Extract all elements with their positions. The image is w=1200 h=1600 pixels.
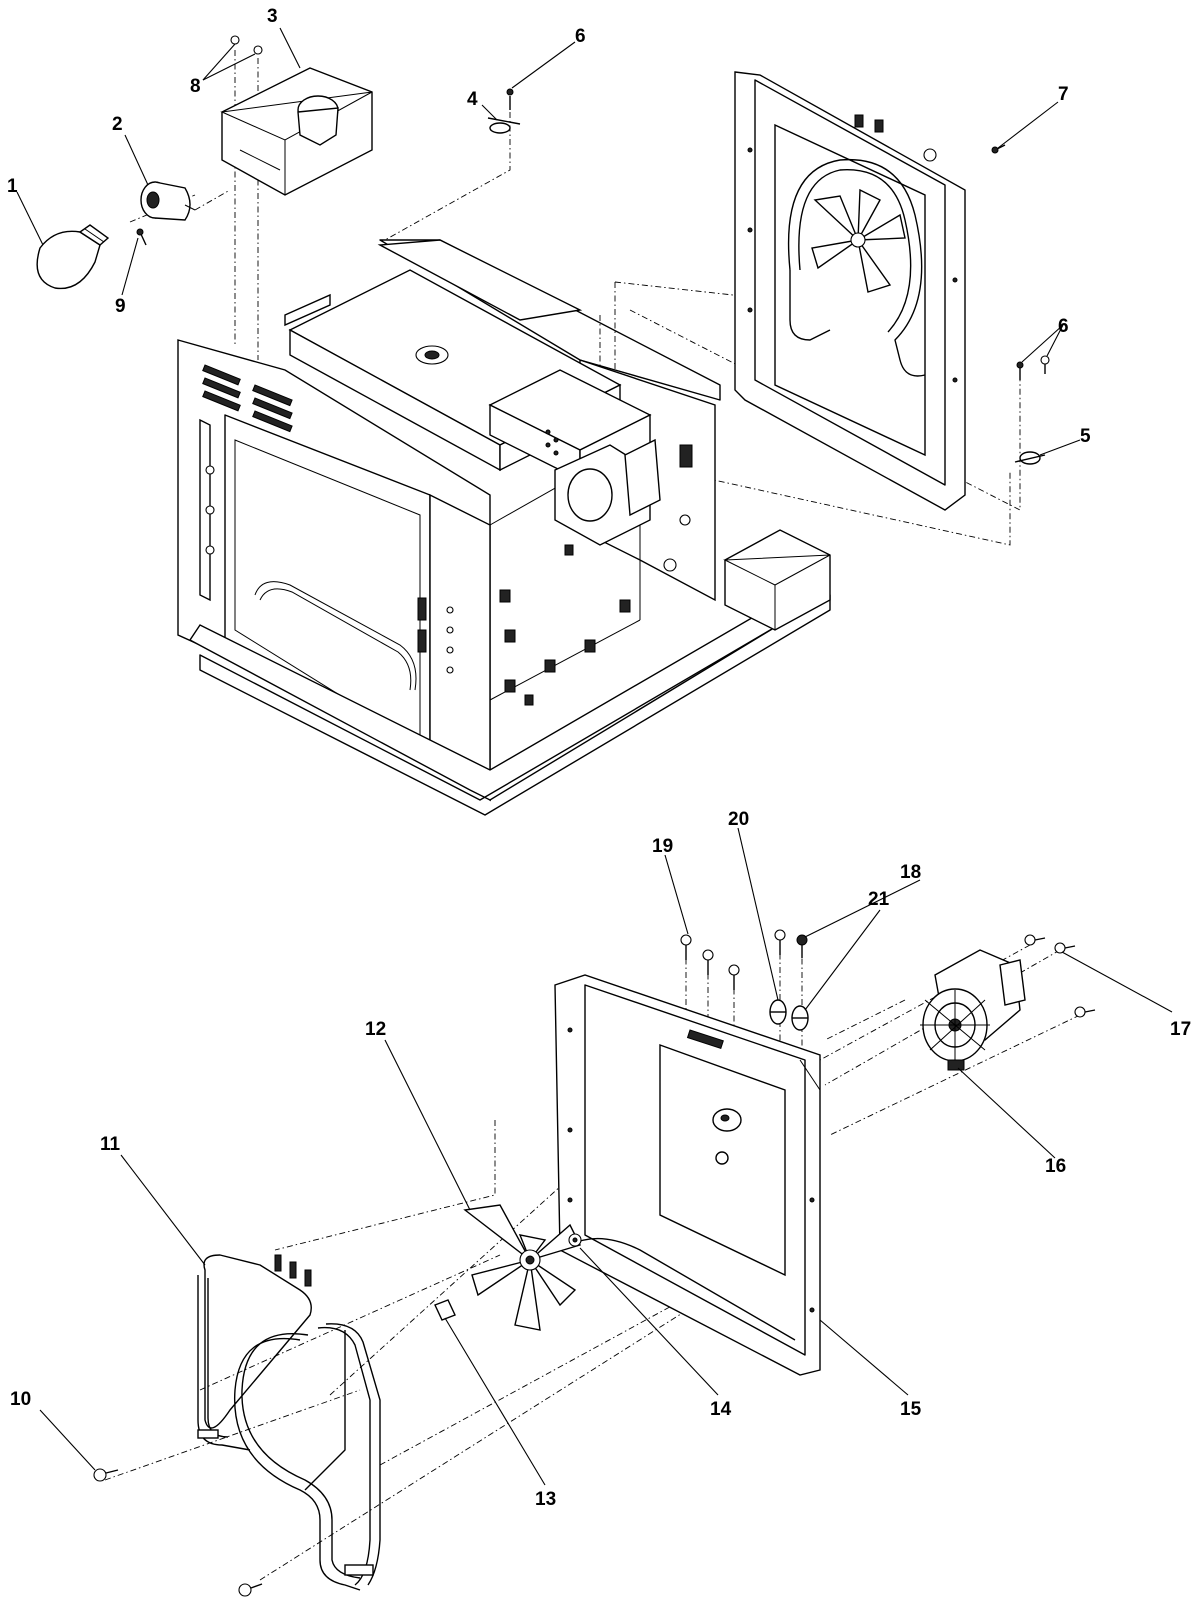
convection-rear-panel [554, 974, 821, 1376]
callout-6-right: 6 [1058, 316, 1069, 337]
callout-labels: 1 2 3 4 5 6 6 7 8 9 10 11 12 13 14 15 16… [7, 6, 1191, 1510]
callout-20: 20 [728, 809, 749, 830]
screw-9 [136, 228, 147, 246]
leader-lines [16, 27, 1173, 1486]
nut-14 [568, 1233, 582, 1247]
thermal-switch-20 [769, 999, 787, 1025]
screw-10 [93, 1468, 119, 1482]
callout-6-top: 6 [575, 26, 586, 47]
callout-8: 8 [190, 76, 201, 97]
spacer-13 [434, 1299, 456, 1321]
callout-12: 12 [365, 1019, 386, 1040]
callout-21: 21 [868, 889, 890, 910]
convection-panel-top [734, 71, 966, 511]
callout-5: 5 [1080, 426, 1091, 447]
callout-18: 18 [900, 862, 921, 883]
oven-cabinet [177, 239, 831, 816]
thermal-switch-4 [487, 88, 521, 134]
screws-19 [680, 929, 786, 990]
callout-14: 14 [710, 1399, 732, 1420]
callout-17: 17 [1170, 1019, 1191, 1040]
callout-16: 16 [1045, 1156, 1066, 1177]
callout-3: 3 [267, 6, 278, 27]
screw-7 [991, 144, 1006, 154]
callout-4: 4 [467, 89, 478, 110]
callout-2: 2 [112, 114, 123, 135]
convection-heating-element [197, 1254, 381, 1591]
light-bulb [36, 224, 110, 290]
callout-10: 10 [10, 1389, 31, 1410]
screws-17 [1024, 934, 1096, 1018]
convection-fan-motor [920, 949, 1026, 1071]
screw-bottom [238, 1583, 263, 1597]
screws-8 [230, 35, 263, 55]
lamp-socket [140, 181, 196, 221]
convection-fan-blade [463, 1204, 581, 1331]
thermal-switch-21 [791, 1005, 809, 1031]
screw-18 [796, 934, 808, 958]
screws-6-right [1016, 355, 1050, 380]
callout-7: 7 [1058, 84, 1069, 105]
callout-15: 15 [900, 1399, 922, 1420]
callout-13: 13 [535, 1489, 556, 1510]
callout-1: 1 [7, 176, 18, 197]
thermal-switch-5 [1014, 451, 1046, 465]
callout-11: 11 [100, 1134, 121, 1155]
callout-9: 9 [115, 296, 126, 317]
callout-19: 19 [652, 836, 673, 857]
lamp-bracket [220, 67, 373, 196]
